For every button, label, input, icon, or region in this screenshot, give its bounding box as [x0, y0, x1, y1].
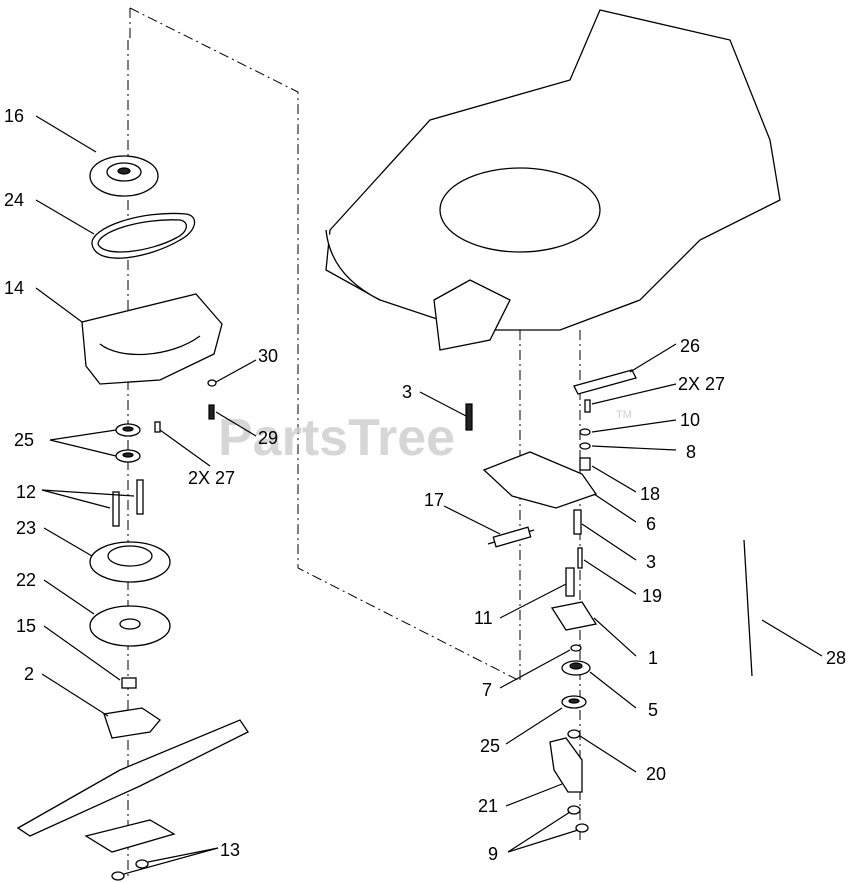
part-26-bracket: [573, 369, 637, 395]
part-11-pin: [565, 567, 575, 597]
part-3-bolt-lower: [573, 509, 582, 535]
part-7-washer: [570, 644, 582, 652]
leader-lines: [35, 115, 823, 875]
part-24-belt: [91, 212, 196, 259]
callout-labels: 16 24 14 30 29 25 2X 27 12 23 22 15 2 13…: [4, 106, 846, 864]
watermark-tm: TM: [616, 409, 632, 421]
callout-6: 6: [646, 514, 656, 534]
callout-7: 7: [482, 680, 492, 700]
part-28-cable-tie: [743, 539, 753, 677]
callout-1: 1: [648, 648, 658, 668]
callout-22: 22: [16, 570, 36, 590]
callout-17: 17: [424, 490, 444, 510]
callout-3-lower: 3: [646, 552, 656, 572]
part-17-spring: [487, 526, 535, 548]
callout-2: 2: [24, 664, 34, 684]
callout-16: 16: [4, 106, 24, 126]
part-22-plate: [89, 605, 171, 647]
part-21-arm: [549, 737, 583, 793]
part-14-belt-cover: [81, 293, 223, 385]
part-18-spacer: [579, 457, 591, 471]
callout-13: 13: [220, 840, 240, 860]
callout-5: 5: [648, 700, 658, 720]
callout-23: 23: [16, 518, 36, 538]
part-12-pins: [112, 479, 144, 527]
part-23-hub: [89, 541, 171, 583]
part-6-plate: [482, 451, 598, 509]
callout-25-right: 25: [480, 736, 500, 756]
callout-3-upper: 3: [402, 382, 412, 402]
part-15-nut: [121, 677, 137, 689]
callout-11: 11: [474, 608, 493, 628]
part-20-nut: [567, 729, 581, 739]
callout-18: 18: [640, 484, 660, 504]
part-30-screw: [207, 379, 217, 387]
callout-27-right: 2X 27: [678, 374, 725, 394]
callout-30: 30: [258, 346, 278, 366]
callout-9: 9: [488, 844, 498, 864]
part-27-screw-right: [584, 399, 591, 413]
part-2-adapter: [103, 707, 161, 739]
part-25-bearings-left: [115, 423, 141, 463]
callout-21: 21: [478, 796, 498, 816]
part-27-screw-left: [154, 421, 161, 433]
part-1-lever: [550, 601, 598, 631]
part-16-pulley: [89, 155, 159, 197]
callout-24: 24: [4, 190, 24, 210]
part-25-bearing-right: [561, 695, 587, 709]
assembly-outline: [129, 7, 519, 681]
callout-25-left: 25: [14, 430, 34, 450]
callout-26: 26: [680, 336, 700, 356]
part-3-bolt-upper: [465, 403, 473, 431]
callout-10: 10: [680, 410, 700, 430]
callout-8: 8: [686, 442, 696, 462]
part-8-washer: [579, 442, 591, 450]
part-29-bolt: [208, 404, 215, 420]
part-10-washer: [579, 428, 591, 436]
callout-12: 12: [16, 482, 36, 502]
callout-29: 29: [258, 428, 278, 448]
callout-27-left: 2X 27: [188, 468, 235, 488]
part-9-nuts: [567, 805, 589, 833]
callout-14: 14: [4, 278, 24, 298]
part-5-bushing: [561, 660, 591, 676]
part-blade: [16, 719, 249, 837]
callout-28: 28: [826, 648, 846, 668]
watermark-logo: PartsTree: [218, 409, 455, 467]
part-19-pin: [577, 547, 583, 569]
part-13-bracket: [84, 819, 176, 881]
callout-15: 15: [16, 616, 36, 636]
mower-deck: [325, 9, 781, 351]
callout-20: 20: [646, 764, 666, 784]
callout-19: 19: [642, 586, 662, 606]
